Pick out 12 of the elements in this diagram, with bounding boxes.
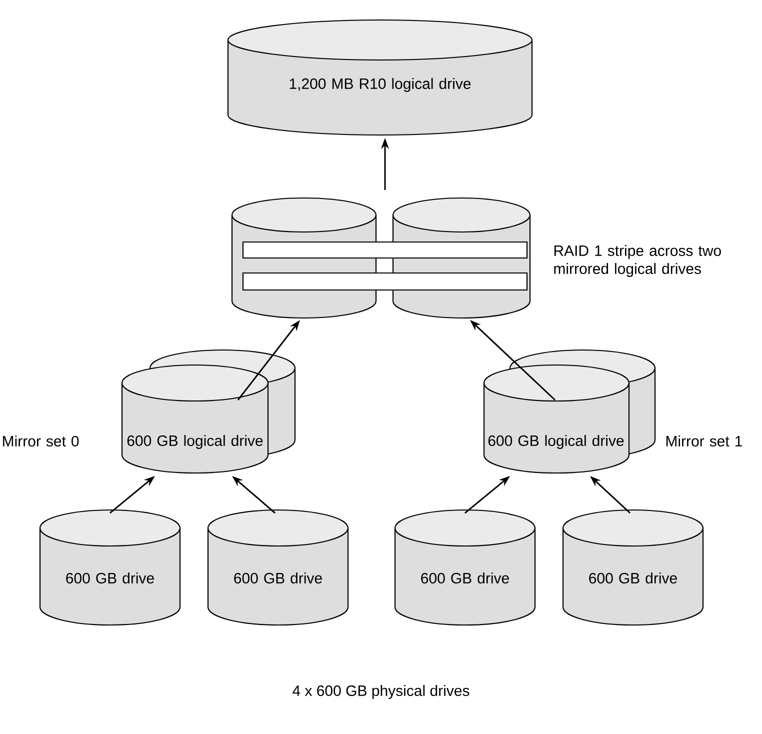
drive-cylinder: 600 GB drive	[394, 509, 536, 626]
mirrored-drives-drawing: 600 GB logical drive	[483, 349, 656, 474]
caption: 4 x 600 GB physical drives	[292, 685, 470, 699]
side-label: RAID 1 stripe across two mirrored logical drives	[554, 245, 721, 277]
drive-cylinder: 600 GB drive	[207, 509, 349, 626]
mirrored-drives-drawing: 600 GB logical drive	[121, 349, 296, 474]
striped-drive-cylinder	[242, 197, 531, 319]
drive-cylinder: 600 GB drive	[39, 509, 181, 626]
drive-cylinder: 600 GB drive	[562, 509, 704, 626]
side-label: Mirror set 1	[666, 436, 742, 446]
side-label: Mirror set 0	[3, 436, 79, 446]
drive-cylinder: 1,200 MB R10 logical drive	[227, 19, 533, 136]
